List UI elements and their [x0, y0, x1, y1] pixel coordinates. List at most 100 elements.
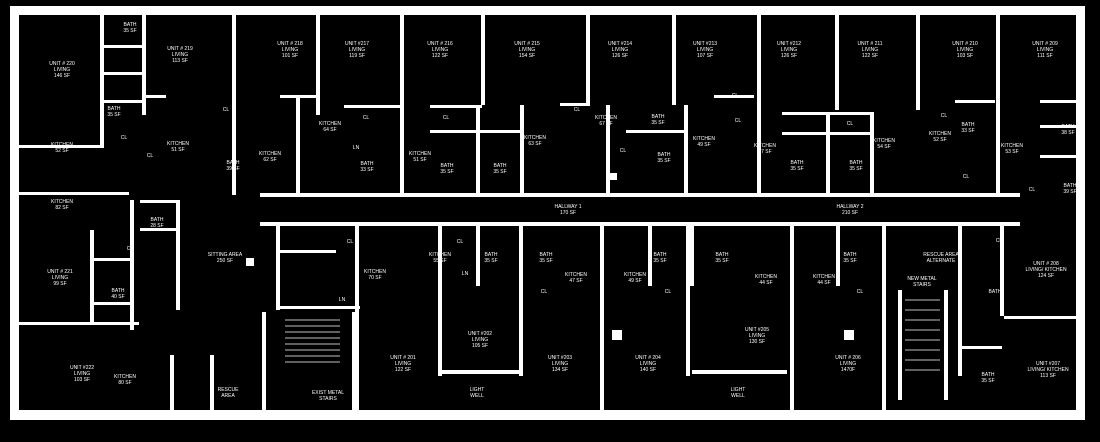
label-line: HALLWAY 2 — [836, 204, 864, 210]
label-line: KITCHEN — [319, 121, 341, 127]
label-line: KITCHEN — [409, 151, 431, 157]
label-line: KITCHEN — [1001, 143, 1023, 149]
label-line: UNIT # 210 — [952, 41, 978, 47]
room-label-b208: BATH — [989, 289, 1002, 295]
label-line: 101 SF — [281, 53, 299, 59]
label-line: 64 SF — [323, 127, 337, 133]
label-line: 122 SF — [861, 53, 879, 59]
label-line: LIVING — [281, 47, 299, 53]
label-line: UNIT # 219 — [167, 46, 193, 52]
label-line: STAIRS — [319, 396, 337, 402]
label-line: UNIT # 218 — [277, 41, 303, 47]
label-line: KITCHEN — [565, 272, 587, 278]
label-line: 53 SF — [1005, 149, 1019, 155]
linen-label: LN — [338, 297, 346, 303]
label-line: 126 SF — [611, 53, 629, 59]
label-line: 51 SF — [413, 157, 427, 163]
label-line: 28 SF — [150, 223, 164, 229]
label-line: 134 SF — [551, 367, 569, 373]
label-line: 250 SF — [216, 258, 234, 264]
label-line: BATH — [150, 217, 164, 223]
label-line: 111 SF — [1037, 53, 1053, 59]
label-line: 67 SF — [599, 121, 613, 127]
stair-treads — [285, 299, 940, 371]
label-line: 80 SF — [118, 380, 132, 386]
label-line: 122 SF — [431, 53, 449, 59]
closet-label: CL — [146, 153, 154, 159]
closet-label: CL — [573, 107, 581, 113]
label-line: BATH — [790, 160, 804, 166]
label-line: 39 SF — [226, 166, 240, 172]
label-line: UNIT #202 — [467, 331, 493, 337]
label-line: LIVING — [956, 47, 974, 53]
label-line: 35 SF — [790, 166, 804, 172]
label-line: BATH — [653, 252, 667, 258]
label-line: 35 SF — [484, 258, 498, 264]
label-line: 35 SF — [981, 378, 995, 384]
label-line: UNIT #212 — [776, 41, 802, 47]
label-line: LIVING — [394, 361, 412, 367]
closet-label: CL — [731, 93, 739, 99]
label-line: 35 SF — [493, 169, 507, 175]
label-line: KITCHEN — [429, 252, 451, 258]
label-line: 70 SF — [368, 275, 382, 281]
label-line: LIGHT — [469, 387, 485, 393]
label-line: LIVING — [53, 67, 71, 73]
closet-label: CL — [126, 246, 134, 252]
label-line: LIVING — [639, 361, 657, 367]
label-line: BATH — [484, 252, 498, 258]
label-line: 119 SF — [349, 53, 365, 59]
label-line: 35 SF — [123, 28, 137, 34]
closet-label: CL — [664, 289, 672, 295]
label-line: 40 SF — [111, 294, 125, 300]
label-line: 44 SF — [817, 280, 831, 286]
label-line: 33 SF — [961, 128, 975, 134]
label-line: LIVING — [348, 47, 366, 53]
closet-label: CL — [456, 239, 464, 245]
label-line: KITCHEN — [595, 115, 617, 121]
closet-label: CL — [540, 289, 548, 295]
label-line: 35 SF — [849, 166, 863, 172]
closet-label: CL — [962, 174, 970, 180]
label-line: 82 SF — [55, 205, 69, 211]
label-line: KITCHEN — [929, 131, 951, 137]
label-line: 113 SF — [1040, 373, 1056, 379]
label-line: 140 SF — [639, 367, 657, 373]
linen-label: LN — [461, 271, 469, 277]
label-line: 62 SF — [263, 157, 277, 163]
label-line: LIVING/ KITCHEN — [1027, 367, 1069, 373]
label-line: BATH — [1063, 183, 1077, 189]
label-line: BATH — [107, 106, 121, 112]
label-line: ALTERNATE — [926, 258, 956, 264]
label-line: BATH — [981, 372, 995, 378]
label-line: LIVING/ KITCHEN — [1025, 267, 1067, 273]
label-line: 52 SF — [933, 137, 947, 143]
label-line: LIVING — [780, 47, 798, 53]
label-line: LIVING — [518, 47, 536, 53]
label-line: KITCHEN — [364, 269, 386, 275]
label-line: WELL — [470, 393, 484, 399]
label-line: 35 SF — [657, 158, 671, 164]
walls — [10, 6, 1085, 420]
label-line: UNIT # 220 — [49, 61, 75, 67]
label-line: NEW METAL — [907, 276, 937, 282]
label-line: RESCUE — [217, 387, 239, 393]
